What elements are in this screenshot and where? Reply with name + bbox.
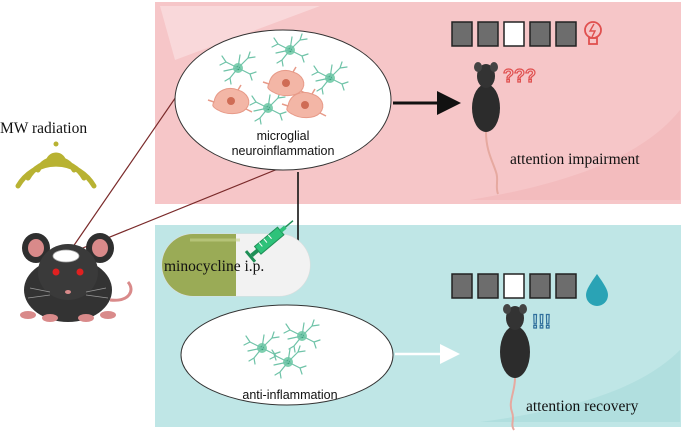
attention-box — [503, 273, 525, 299]
anti-inflammation-label: anti-inflammation — [242, 388, 337, 402]
mouse-subject — [20, 233, 133, 322]
top-box-row — [451, 21, 577, 47]
question-marks: ??? — [503, 66, 536, 86]
bottom-panel-curve — [480, 350, 680, 422]
impairment-label: attention impairment — [510, 151, 640, 168]
attention-box — [555, 21, 577, 47]
neuroinflammation-label-1: microglial — [257, 129, 310, 143]
minocycline-pill — [161, 233, 311, 297]
water-drop-icon — [586, 274, 608, 306]
syringe-icon — [244, 220, 294, 263]
neuroinflammation-label-2: neuroinflammation — [232, 144, 335, 158]
top-panel-sheen — [160, 6, 320, 60]
attention-box — [529, 21, 551, 47]
attention-box — [503, 21, 525, 47]
top-panel-curve — [470, 110, 680, 200]
mouse-impaired — [472, 62, 500, 195]
attention-box — [451, 273, 473, 299]
attention-box — [477, 21, 499, 47]
attention-box — [451, 21, 473, 47]
exclamation-marks: !!! — [532, 312, 551, 333]
treatment-label: minocycline i.p. — [164, 258, 264, 275]
mouse-recovered — [500, 304, 530, 431]
lightbulb-icon — [584, 21, 602, 45]
neuroinflammation-ellipse — [174, 29, 392, 171]
attention-box — [555, 273, 577, 299]
wifi-wave-icon — [15, 141, 97, 189]
recovery-label: attention recovery — [526, 398, 639, 415]
radiation-label: MW radiation — [0, 120, 87, 137]
anti-inflammation-ellipse — [180, 304, 394, 406]
bottom-box-row — [451, 273, 577, 299]
attention-box — [477, 273, 499, 299]
attention-box — [529, 273, 551, 299]
